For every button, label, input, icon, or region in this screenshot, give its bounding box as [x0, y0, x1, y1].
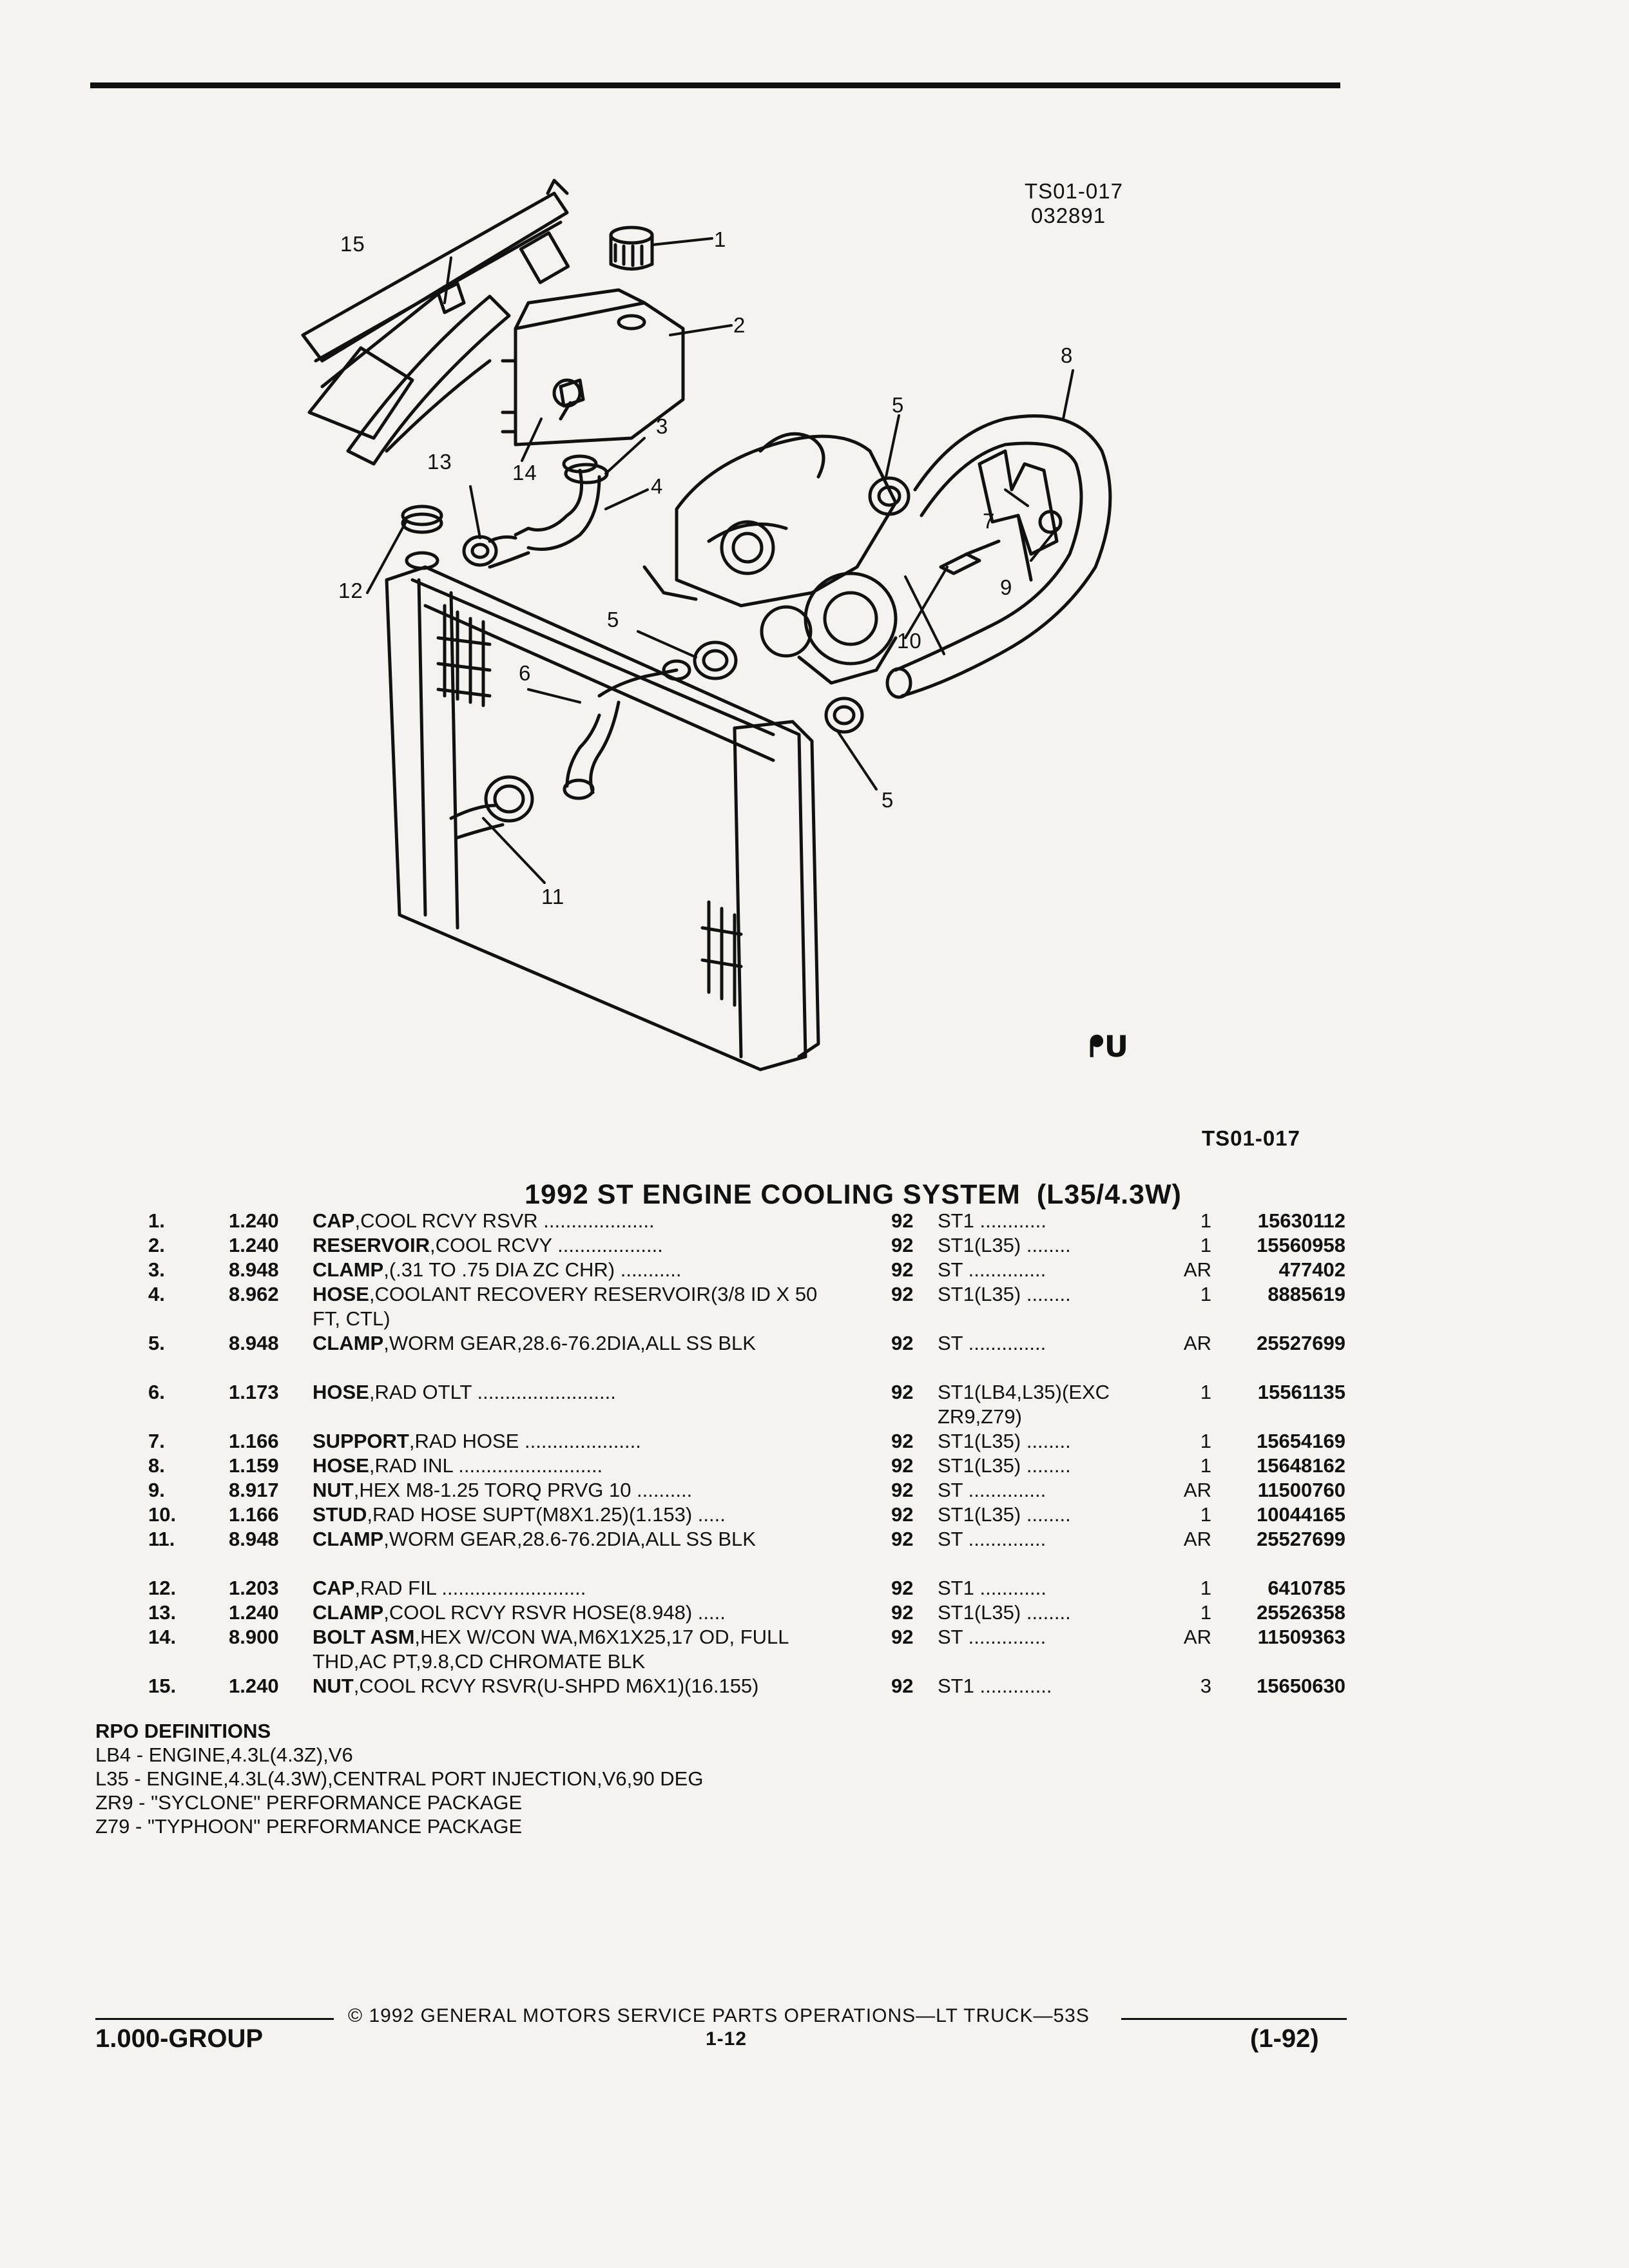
callout-15: 15	[340, 232, 365, 256]
callout-12: 12	[338, 579, 363, 602]
core-support-panel	[301, 178, 570, 466]
cooling-system-diagram: ᖰᑌ	[301, 178, 1128, 1072]
clamp-5-low	[824, 697, 864, 734]
callout-9: 9	[1000, 575, 1013, 599]
top-rule	[90, 82, 1340, 88]
rpo-line: ZR9 - "SYCLONE" PERFORMANCE PACKAGE	[95, 1791, 523, 1814]
callout-5-top: 5	[892, 393, 905, 417]
reservoir-cap	[609, 226, 654, 331]
clamp-5-mid	[693, 640, 738, 680]
callout-5-low: 5	[882, 788, 894, 812]
radiator-cap	[401, 505, 443, 570]
coolant-reservoir	[501, 288, 685, 447]
section-title-engine: (L35/4.3W)	[1036, 1179, 1182, 1210]
footer-page-number: 1-12	[706, 2028, 747, 2050]
outlet-pipe	[449, 803, 505, 840]
radiator-inlet-hose	[885, 414, 1112, 699]
figure-date: 032891	[1031, 204, 1106, 227]
footer-copyright: © 1992 GENERAL MOTORS SERVICE PARTS OPER…	[348, 2005, 1090, 2026]
footer-group: 1.000-GROUP	[95, 2024, 264, 2053]
callout-5-mid: 5	[607, 608, 620, 631]
callout-11: 11	[541, 885, 565, 908]
rpo-line: Z79 - "TYPHOON" PERFORMANCE PACKAGE	[95, 1815, 523, 1838]
hose-support-bracket	[978, 449, 1059, 582]
callout-7: 7	[983, 509, 996, 533]
section-title-main: 1992 ST ENGINE COOLING SYSTEM	[525, 1179, 1021, 1210]
callout-4: 4	[651, 474, 664, 498]
clamp-3	[564, 463, 609, 485]
rpo-line: L35 - ENGINE,4.3L(4.3W),CENTRAL PORT INJ…	[95, 1767, 704, 1790]
callout-3: 3	[656, 414, 669, 438]
callout-2: 2	[733, 313, 746, 337]
radiator	[385, 565, 820, 1072]
callout-14: 14	[512, 461, 537, 485]
clamp-13	[462, 535, 498, 567]
figure-id-top: TS01-017	[1025, 179, 1123, 203]
callout-6: 6	[519, 661, 532, 685]
nut-15	[436, 282, 466, 314]
section-title: 1992 ST ENGINE COOLING SYSTEM (L35/4.3W)	[0, 1179, 1629, 1211]
footer-revision: (1-92)	[1250, 2024, 1319, 2053]
leader-lines	[366, 237, 1074, 884]
rpo-definitions: RPO DEFINITIONS LB4 - ENGINE,4.3L(4.3Z),…	[95, 1719, 703, 1838]
footer-rule-right	[1121, 2018, 1347, 2020]
bolt-14	[559, 378, 585, 421]
callout-10: 10	[897, 629, 922, 653]
rpo-line: LB4 - ENGINE,4.3L(4.3Z),V6	[95, 1744, 353, 1766]
radiator-outlet-hose	[563, 659, 691, 800]
engine-assembly	[642, 432, 898, 685]
callout-13: 13	[427, 450, 452, 474]
footer-rule-left	[95, 2018, 334, 2020]
clamp-11	[484, 775, 534, 823]
clamp-5-top	[868, 476, 911, 516]
rpo-heading: RPO DEFINITIONS	[95, 1720, 271, 1742]
figure-id-bottom: TS01-017	[1202, 1126, 1300, 1150]
callout-1: 1	[714, 227, 727, 251]
nut-9	[1038, 510, 1063, 534]
hose-support-stud	[939, 539, 1001, 575]
gm-logo-mark: ᖰᑌ	[1089, 1029, 1128, 1064]
callout-8: 8	[1061, 343, 1074, 367]
recovery-hose	[488, 454, 601, 569]
